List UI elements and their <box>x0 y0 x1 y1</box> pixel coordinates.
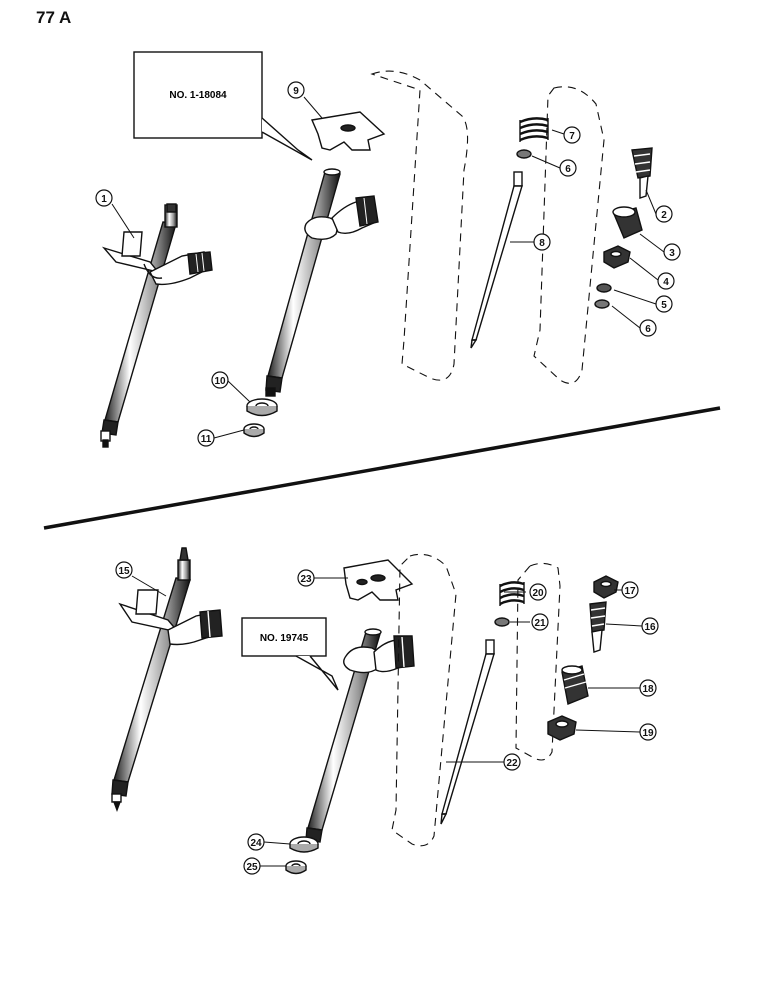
label-22: 22 <box>503 753 521 771</box>
svg-text:10: 10 <box>214 376 226 387</box>
svg-text:16: 16 <box>644 622 656 633</box>
injector-bottom-2 <box>305 628 415 849</box>
group-outline-3 <box>391 553 457 847</box>
svg-text:5: 5 <box>661 300 667 311</box>
spring-20 <box>499 581 525 606</box>
section-divider <box>43 406 721 530</box>
label-18: 18 <box>639 679 657 697</box>
svg-text:3: 3 <box>669 248 675 259</box>
svg-text:19: 19 <box>642 728 654 739</box>
push-rod-8 <box>470 171 523 349</box>
svg-text:6: 6 <box>565 164 571 175</box>
label-20: 20 <box>529 583 547 601</box>
seat-6 <box>516 149 532 159</box>
page-number: 77 A <box>36 8 72 27</box>
label-4: 4 <box>657 272 675 290</box>
nut-17 <box>593 575 619 599</box>
label-8: 8 <box>533 233 551 251</box>
label-10: 10 <box>211 371 229 389</box>
injector-2 <box>265 168 379 397</box>
injector-1 <box>100 203 213 448</box>
label-6a: 6 <box>559 159 577 177</box>
svg-text:18: 18 <box>642 684 654 695</box>
washer-6 <box>594 299 610 309</box>
leader-lines <box>111 96 665 867</box>
label-25: 25 <box>243 857 261 875</box>
label-21: 21 <box>531 613 549 631</box>
svg-text:1: 1 <box>101 194 107 205</box>
adjuster-18 <box>561 665 589 705</box>
label-6b: 6 <box>639 319 657 337</box>
label-2: 2 <box>655 205 673 223</box>
svg-text:7: 7 <box>569 131 575 142</box>
label-19: 19 <box>639 723 657 741</box>
label-1: 1 <box>95 189 113 207</box>
svg-text:24: 24 <box>250 838 262 849</box>
svg-text:15: 15 <box>118 566 130 577</box>
svg-text:23: 23 <box>300 574 312 585</box>
label-11: 11 <box>197 429 215 447</box>
push-rod-22 <box>440 639 495 825</box>
callout-box-top <box>133 51 313 161</box>
group-outline-1 <box>370 70 469 381</box>
callout-text-bottom: NO. 19745 <box>260 633 309 644</box>
svg-text:11: 11 <box>201 434 212 445</box>
clamp-23 <box>343 559 414 601</box>
injector-15 <box>111 547 223 812</box>
svg-text:9: 9 <box>293 86 299 97</box>
nut-4 <box>603 245 631 269</box>
screw-2 <box>631 147 653 199</box>
callout-text-top: NO. 1-18084 <box>169 90 227 101</box>
svg-text:22: 22 <box>506 758 518 769</box>
label-9: 9 <box>287 81 305 99</box>
svg-text:4: 4 <box>663 277 669 288</box>
washer-5 <box>596 283 612 293</box>
svg-text:20: 20 <box>532 588 544 599</box>
label-15: 15 <box>115 561 133 579</box>
label-5: 5 <box>655 295 673 313</box>
seat-21 <box>494 617 510 627</box>
washers-bottom <box>285 836 319 875</box>
group-outline-2 <box>533 86 605 384</box>
label-7: 7 <box>563 126 581 144</box>
svg-text:6: 6 <box>645 324 651 335</box>
clamp-9 <box>311 111 386 151</box>
screw-16 <box>589 601 607 653</box>
label-16: 16 <box>641 617 659 635</box>
svg-text:21: 21 <box>534 618 546 629</box>
callout-box-bottom <box>241 617 339 691</box>
group-outline-4 <box>515 562 561 761</box>
label-23: 23 <box>297 569 315 587</box>
svg-text:25: 25 <box>246 862 258 873</box>
label-24: 24 <box>247 833 265 851</box>
svg-text:2: 2 <box>661 210 667 221</box>
cap-nut-3 <box>612 206 643 239</box>
svg-text:17: 17 <box>624 586 636 597</box>
washers-top <box>243 398 278 438</box>
label-3: 3 <box>663 243 681 261</box>
label-17: 17 <box>621 581 639 599</box>
nut-19 <box>547 715 577 741</box>
svg-text:8: 8 <box>539 238 545 249</box>
spring-7 <box>519 117 549 142</box>
